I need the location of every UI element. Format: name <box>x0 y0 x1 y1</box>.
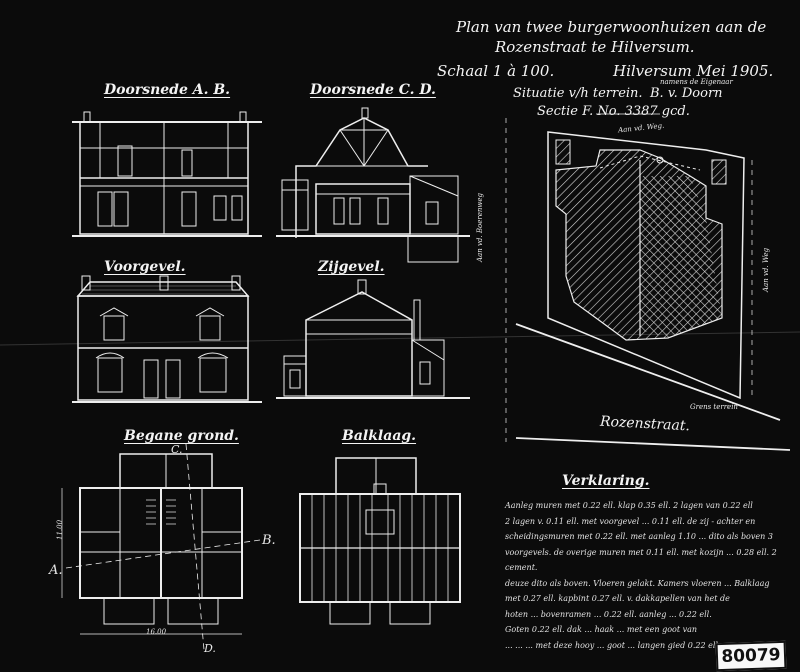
beam-layout-plan <box>299 457 461 625</box>
section-number: Sectie F. No. 3387 gcd. <box>537 104 690 119</box>
notes-text: Aanleg muren met 0.22 ell. klap 0.35 ell… <box>505 498 790 653</box>
site-plan <box>505 113 791 451</box>
situation-title: Situatie v/h terrein. <box>513 86 643 101</box>
ground-floor-plan <box>61 443 261 651</box>
label-section-ab: Doorsnede A. B. <box>104 82 231 98</box>
title-line-1: Plan van twee burgerwoonhuizen aan de <box>456 18 767 36</box>
plan-width-dimension: 16.00 <box>146 628 167 636</box>
side-elevation-drawing <box>276 279 470 399</box>
mark-b: B. <box>262 533 276 548</box>
section-cd-drawing <box>276 107 470 263</box>
section-ab-drawing <box>72 111 262 237</box>
scale-text: Schaal 1 à 100. <box>437 62 555 80</box>
label-ground-floor: Begane grond. <box>124 428 239 444</box>
notes-line: ... ... ... met deze hooy ... goot ... l… <box>505 640 721 650</box>
notes-line: deuze dito als boven. Vloeren gelakt. Ka… <box>505 578 770 588</box>
title-line-2: Rozenstraat te Hilversum. <box>495 38 695 56</box>
notes-line: voorgevels. de overige muren met 0.11 el… <box>505 547 777 573</box>
front-elevation-drawing <box>72 275 262 403</box>
notes-line: met 0.27 ell. kapbint 0.27 ell. v. dakka… <box>505 594 730 603</box>
notes-line: hoten ... bovenramen ... 0.22 ell. aanle… <box>505 609 712 619</box>
notes-heading: Verklaring. <box>562 473 650 489</box>
mark-a: A. <box>49 563 63 578</box>
label-beam-layout: Balklaag. <box>342 428 417 444</box>
situation-author: B. v. Doorn <box>650 86 723 101</box>
mark-c: C. <box>171 443 183 456</box>
label-section-cd: Doorsnede C. D. <box>310 82 436 98</box>
site-boundary-note: Grens terrein <box>690 403 738 411</box>
place-date-text: Hilversum Mei 1905. <box>613 62 774 80</box>
notes-line: scheidingsmuren met 0.22 ell. met aanleg… <box>505 532 773 541</box>
notes-line: Goten 0.22 ell. dak ... haak ... met een… <box>505 625 698 634</box>
notes-line: Aanleg muren met 0.22 ell. klap 0.35 ell… <box>505 501 753 510</box>
label-front-facade: Voorgevel. <box>104 259 186 275</box>
label-side-facade: Zijgevel. <box>318 259 385 275</box>
notes-line: 2 lagen v. 0.11 ell. met voorgevel ... 0… <box>505 516 756 526</box>
signature-note: namens de Eigenaar <box>660 78 733 86</box>
mark-d: D. <box>204 642 216 655</box>
